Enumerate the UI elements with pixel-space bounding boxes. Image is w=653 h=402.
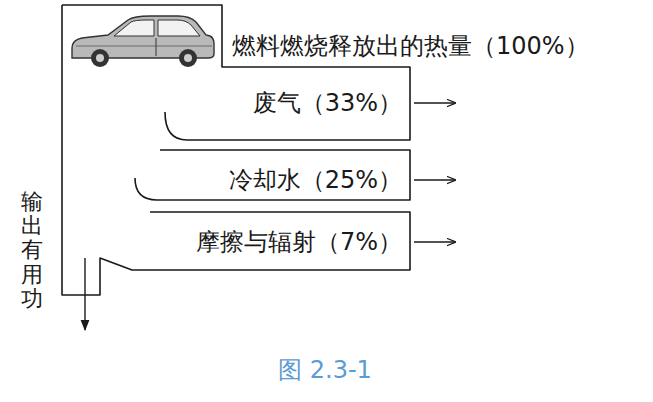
- car-window: [158, 20, 200, 36]
- car-wheel: [91, 49, 109, 67]
- car-door-line: [156, 38, 157, 56]
- loss-arrow: [414, 102, 455, 103]
- car-illustration: [72, 16, 214, 67]
- loss-arrow: [414, 179, 455, 180]
- car-trim-line: [76, 46, 212, 47]
- car-wheel: [179, 49, 197, 67]
- coolant-loss-label: 冷却水（25%）: [229, 166, 402, 195]
- useful-work-label: 输出有用功: [21, 190, 43, 311]
- flow-outline: [62, 5, 410, 140]
- car-hub: [96, 54, 104, 62]
- car-window: [114, 20, 154, 36]
- loss-arrow: [414, 241, 455, 242]
- output-arrow: [84, 258, 85, 330]
- exhaust-loss-label: 废气（33%）: [253, 89, 402, 118]
- figure-caption: 图 2.3-1: [278, 356, 372, 385]
- total-heat-label: 燃料燃烧释放出的热量（100%）: [232, 32, 589, 61]
- friction-loss-label: 摩擦与辐射（7%）: [196, 228, 402, 257]
- car-hub: [184, 54, 192, 62]
- flow-outline: [135, 150, 410, 200]
